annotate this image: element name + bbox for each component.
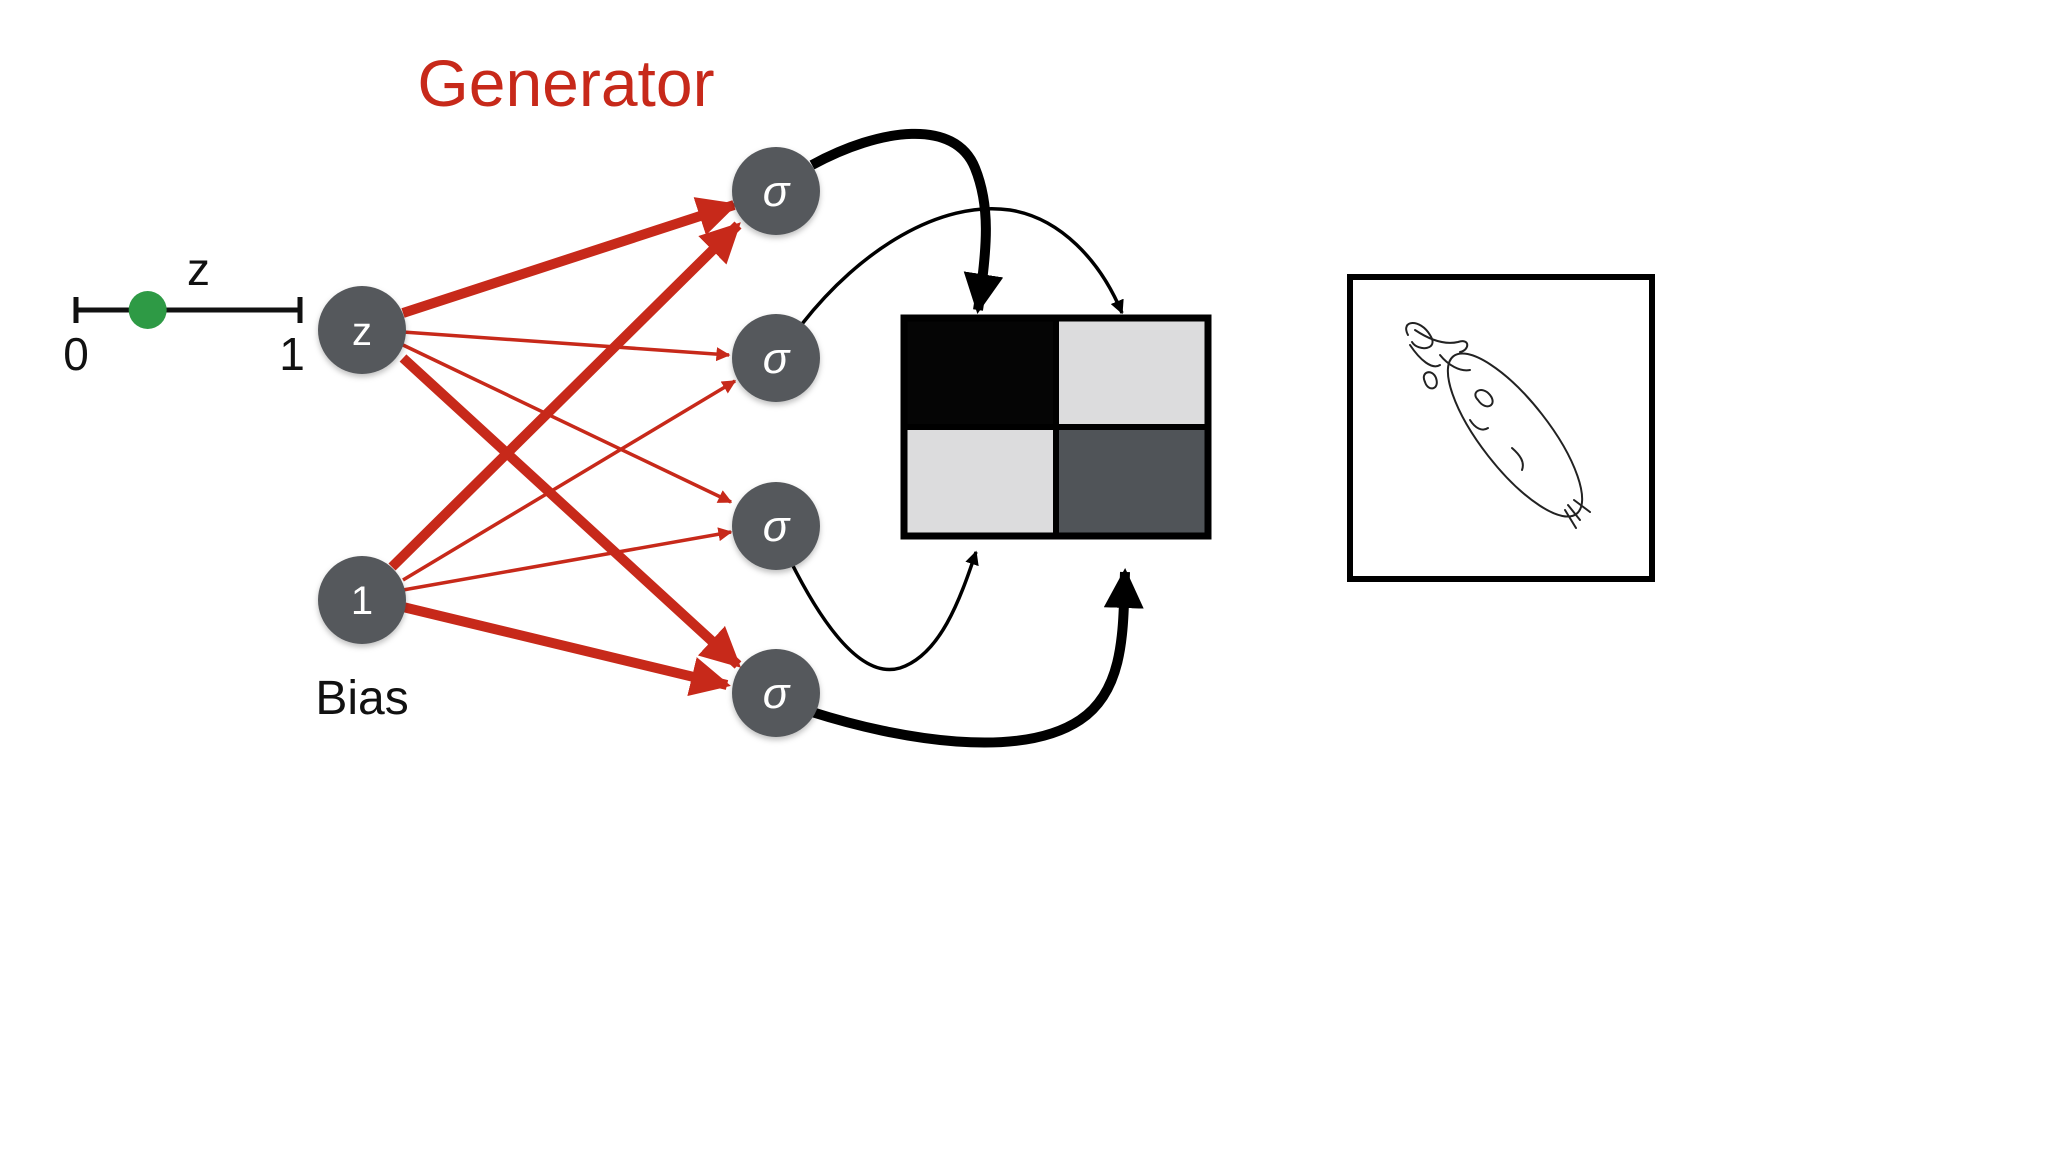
input-node-bias: 1 bbox=[318, 556, 406, 644]
edge-h4-cell-3 bbox=[810, 568, 1144, 748]
node-circle bbox=[732, 147, 820, 235]
node-label: 1 bbox=[351, 579, 373, 623]
hidden-node-3: σ bbox=[732, 482, 820, 570]
slider-max-label: 1 bbox=[279, 328, 305, 380]
sigma-label: σ bbox=[763, 167, 791, 216]
sample-frame bbox=[1347, 274, 1655, 582]
edge-z-h4 bbox=[399, 354, 742, 669]
z-slider[interactable]: z 0 1 bbox=[63, 243, 305, 380]
hidden-node-1: σ bbox=[732, 147, 820, 235]
hidden-node-2: σ bbox=[732, 314, 820, 402]
node-circle bbox=[318, 286, 406, 374]
grid-cell-3 bbox=[1056, 426, 1208, 536]
output-grid bbox=[900, 314, 1212, 540]
node-circle bbox=[318, 556, 406, 644]
sigma-label: σ bbox=[763, 669, 791, 718]
grid-cell-0 bbox=[904, 318, 1056, 426]
edge-h1-cell-0 bbox=[809, 128, 1004, 314]
edge-bias-h4 bbox=[401, 602, 731, 697]
hidden-node-4: σ bbox=[732, 649, 820, 737]
hand-drawn-sketch-icon bbox=[1405, 322, 1591, 529]
generator-title: Generator bbox=[417, 46, 714, 120]
input-node-z: z bbox=[318, 286, 406, 374]
weight-edges bbox=[388, 197, 742, 697]
edge-z-h1 bbox=[401, 197, 738, 318]
node-circle bbox=[732, 314, 820, 402]
sample-image bbox=[1347, 274, 1655, 582]
grid-cell-2 bbox=[904, 426, 1056, 536]
sigma-label: σ bbox=[763, 334, 791, 383]
edge-bias-h1 bbox=[388, 221, 742, 571]
output-edges bbox=[788, 128, 1144, 748]
node-label: z bbox=[352, 310, 372, 354]
grid-cell-1 bbox=[1056, 318, 1208, 426]
edge-z-h3 bbox=[402, 343, 733, 504]
bias-caption: Bias bbox=[315, 672, 408, 725]
slider-handle[interactable] bbox=[128, 291, 167, 329]
edge-h2-cell-1 bbox=[800, 207, 1124, 326]
edge-h3-cell-2 bbox=[788, 550, 979, 672]
edge-bias-h2 bbox=[402, 379, 737, 582]
slider-min-label: 0 bbox=[63, 328, 89, 380]
node-circle bbox=[732, 649, 820, 737]
slider-value-label: z bbox=[187, 243, 210, 295]
edge-bias-h3 bbox=[402, 527, 733, 592]
edge-z-h2 bbox=[402, 330, 731, 362]
sigma-label: σ bbox=[763, 502, 791, 551]
node-circle bbox=[732, 482, 820, 570]
